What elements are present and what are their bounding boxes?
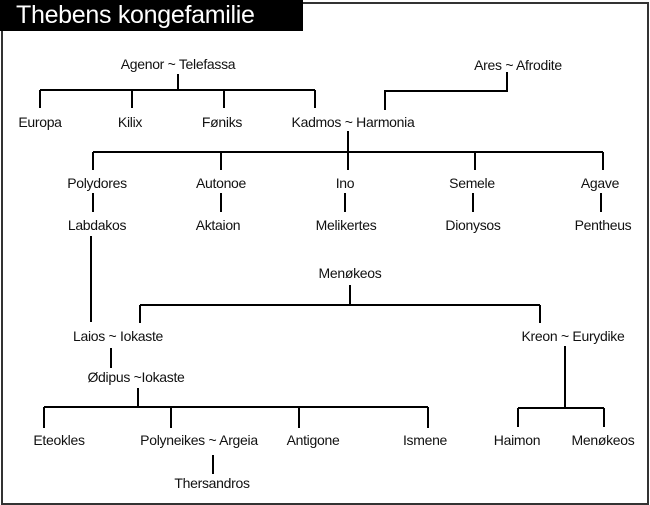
person-menokeos-son: Menøkeos bbox=[571, 432, 635, 448]
diagram-title: Thebens kongefamilie bbox=[0, 0, 303, 31]
connector-kreon bbox=[517, 346, 605, 427]
person-menokeos: Menøkeos bbox=[318, 265, 382, 281]
person-autonoe: Autonoe bbox=[195, 175, 247, 191]
connector-menokeos bbox=[139, 285, 541, 323]
person-labdakos: Labdakos bbox=[67, 217, 127, 233]
person-agenor-telefassa: Agenor ~ Telefassa bbox=[120, 56, 236, 72]
person-laios-iokaste: Laios ~ Iokaste bbox=[72, 328, 164, 344]
person-kadmos-harmonia: Kadmos ~ Harmonia bbox=[291, 114, 415, 130]
connector-ares bbox=[384, 72, 508, 110]
person-haimon: Haimon bbox=[493, 432, 541, 448]
person-dionysos: Dionysos bbox=[445, 217, 501, 233]
connector-agenor bbox=[39, 74, 316, 108]
person-kreon-eurydike: Kreon ~ Eurydike bbox=[521, 328, 625, 344]
person-aktaion: Aktaion bbox=[195, 217, 241, 233]
connector-second-gen bbox=[92, 193, 602, 212]
person-odipus-iokaste: Ødipus ~Iokaste bbox=[87, 369, 185, 385]
person-europa: Europa bbox=[18, 114, 62, 130]
person-agave: Agave bbox=[580, 175, 620, 191]
person-melikertes: Melikertes bbox=[315, 217, 377, 233]
person-eteokles: Eteokles bbox=[33, 432, 85, 448]
person-polyneikes-argeia: Polyneikes ~ Argeia bbox=[140, 432, 258, 448]
connector-kadmos bbox=[92, 131, 604, 170]
person-kilix: Kilix bbox=[117, 114, 143, 130]
person-ismene: Ismene bbox=[402, 432, 448, 448]
person-ares-afrodite: Ares ~ Afrodite bbox=[474, 57, 562, 73]
person-antigone: Antigone bbox=[286, 432, 340, 448]
person-semele: Semele bbox=[449, 175, 495, 191]
person-polydores: Polydores bbox=[67, 175, 127, 191]
person-foniks: Føniks bbox=[201, 114, 243, 130]
person-thersandros: Thersandros bbox=[174, 475, 250, 491]
person-pentheus: Pentheus bbox=[574, 217, 632, 233]
person-ino: Ino bbox=[335, 175, 355, 191]
connector-odipus bbox=[43, 388, 429, 428]
